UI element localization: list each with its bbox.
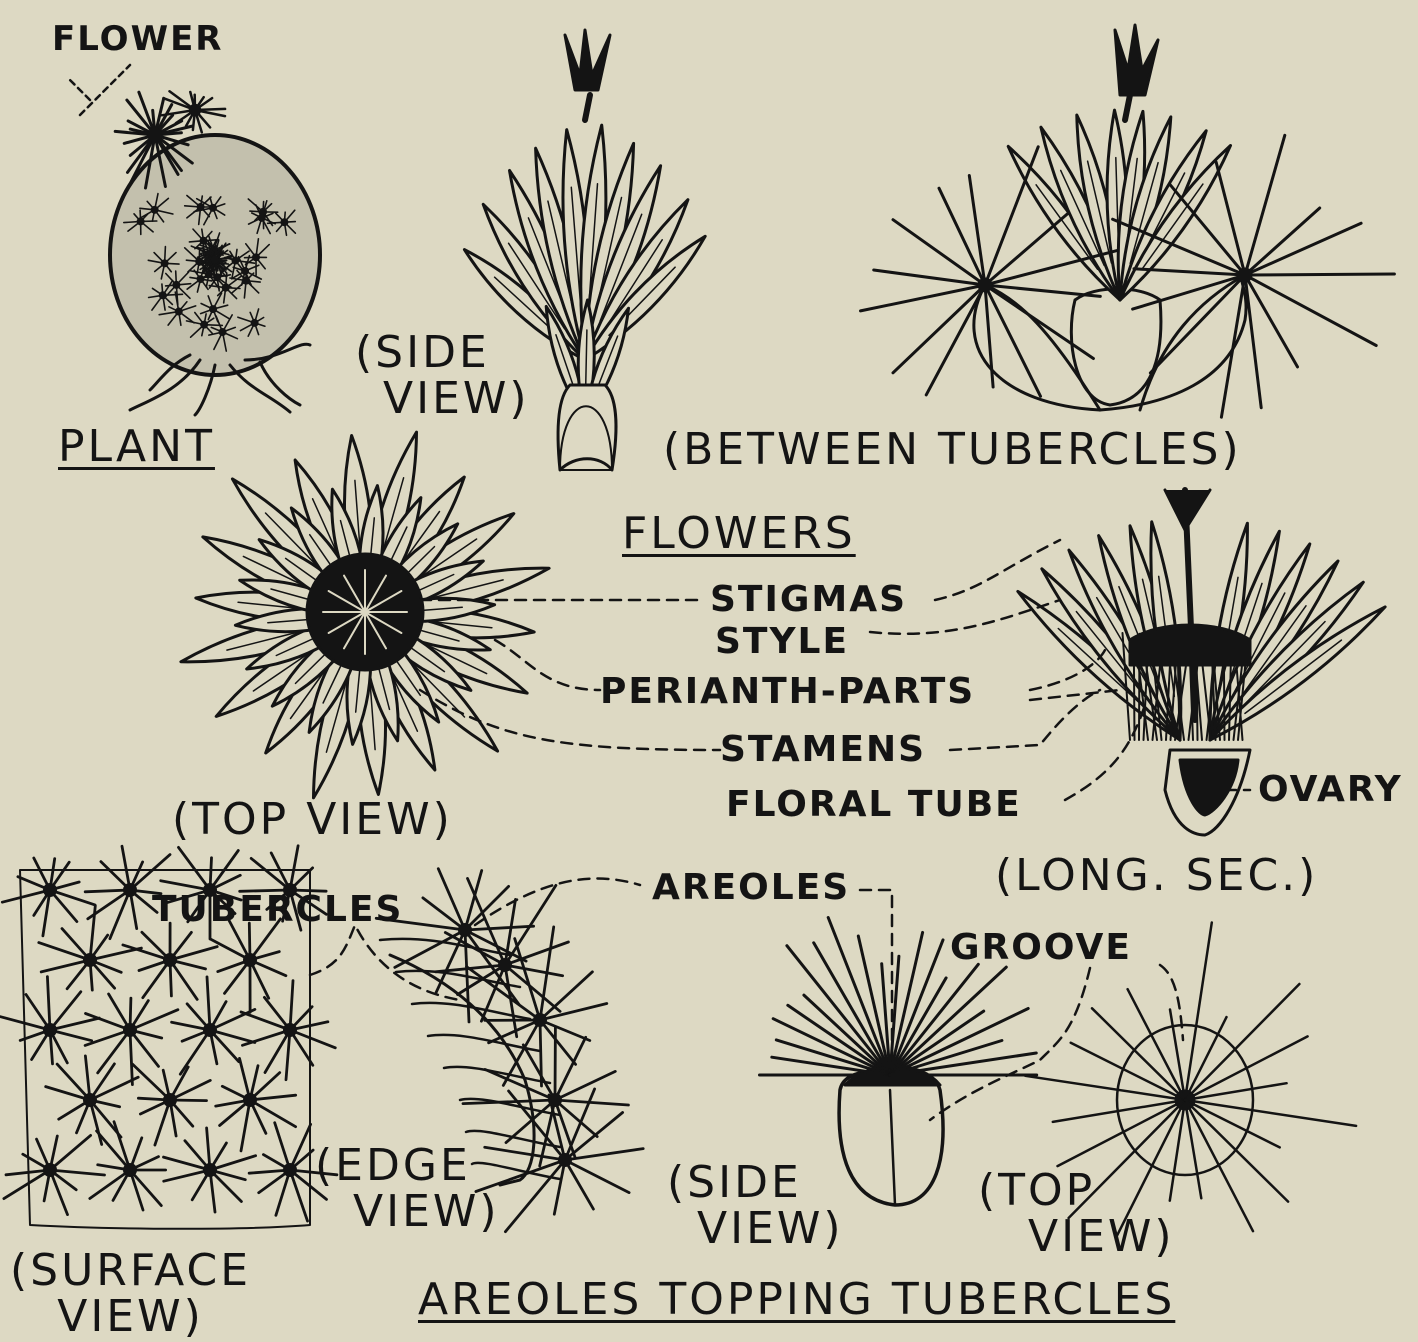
- label-areoles: AREOLES: [652, 870, 850, 906]
- label-side-view-1: (SIDE VIEW): [355, 330, 530, 422]
- label-surface-view: (SURFACE VIEW): [10, 1248, 251, 1340]
- label-ovary: OVARY: [1258, 772, 1403, 808]
- label-areoles-topping-tubercles: AREOLES TOPPING TUBERCLES: [418, 1278, 1175, 1322]
- label-side-view-2-line1: (SIDE: [667, 1160, 844, 1206]
- label-top-view-2-line2: VIEW): [978, 1214, 1175, 1260]
- label-edge-view-line1: (EDGE: [315, 1143, 500, 1189]
- plant-illustration: [70, 65, 320, 415]
- label-edge-view: (EDGE VIEW): [315, 1143, 500, 1235]
- label-surface-view-line1: (SURFACE: [10, 1248, 251, 1294]
- label-top-view-2-line1: (TOP: [978, 1168, 1175, 1214]
- label-side-view-1-line1: (SIDE: [355, 330, 530, 376]
- label-between-tubercles: (BETWEEN TUBERCLES): [663, 428, 1242, 472]
- label-stigmas: STIGMAS: [710, 582, 907, 618]
- label-side-view-2-line2: VIEW): [667, 1206, 844, 1252]
- label-top-view-1: (TOP VIEW): [172, 798, 453, 842]
- label-perianth-parts: PERIANTH-PARTS: [600, 674, 975, 710]
- label-side-view-2: (SIDE VIEW): [667, 1160, 844, 1252]
- label-surface-view-line2: VIEW): [10, 1294, 251, 1340]
- label-top-view-2: (TOP VIEW): [978, 1168, 1175, 1260]
- label-stamens: STAMENS: [720, 732, 926, 768]
- label-plant: PLANT: [58, 425, 215, 469]
- between-tubercles-illustration: [861, 25, 1395, 417]
- label-flower: FLOWER: [52, 22, 224, 56]
- label-flowers: FLOWERS: [622, 512, 856, 556]
- label-side-view-1-line2: VIEW): [355, 376, 530, 422]
- label-tubercles: TUBERCLES: [152, 892, 403, 928]
- top-view-flower-illustration: [181, 432, 549, 798]
- label-floral-tube: FLORAL TUBE: [726, 787, 1022, 823]
- label-long-sec: (LONG. SEC.): [995, 854, 1318, 898]
- label-style: STYLE: [715, 624, 849, 660]
- label-groove: GROOVE: [950, 930, 1132, 966]
- label-edge-view-line2: VIEW): [315, 1189, 500, 1235]
